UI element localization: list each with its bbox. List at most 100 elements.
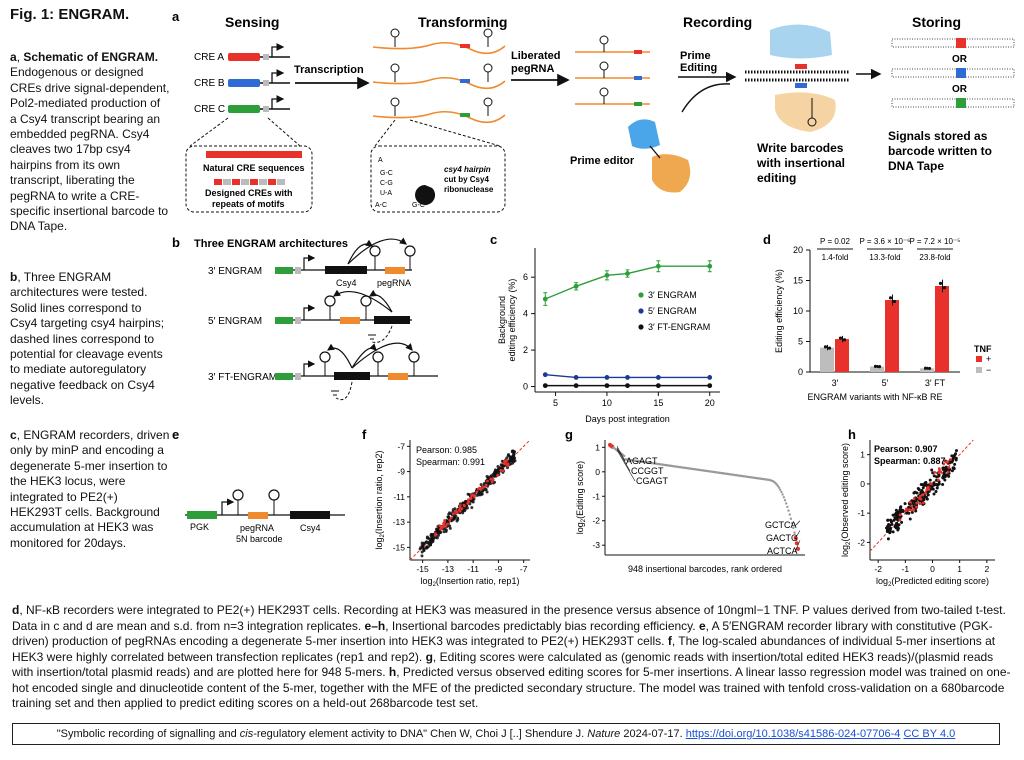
scatter-point-highlight [442,522,446,526]
bottom-barcode-label: GCTCA [765,520,797,530]
scatter-point-highlight [925,488,929,492]
scatter-point [952,466,956,470]
y-tick-label: 10 [793,306,803,316]
y-tick-label: 20 [793,245,803,255]
ranked-point [776,484,780,488]
scatter-point-highlight [503,462,506,466]
data-point [604,375,610,380]
scatter-point-highlight [440,526,444,530]
y-axis-title-1: Background [497,296,507,344]
data-point [604,383,610,389]
scatter-point [907,511,911,515]
scatter-point [513,450,517,454]
y-tick-label: -2 [857,537,865,547]
data-point [625,383,630,389]
y-tick-label: 4 [523,309,528,319]
write-label-1: Write barcodes [757,141,844,155]
label-leader [794,530,801,540]
scatter-point [935,486,939,490]
label-leader [616,449,636,482]
heading-recording: Recording [683,14,752,30]
label-leader [794,540,801,553]
svg-text:U-A: U-A [380,190,392,197]
scatter-point [493,474,497,478]
scatter-point-highlight [933,471,937,474]
data-point [655,263,661,269]
spearman-annotation: Spearman: 0.887 [874,456,946,466]
scatter-point [895,521,899,525]
scatter-point [924,480,928,484]
svg-text:C-G: C-G [380,180,393,187]
x-axis-title: 948 insertional barcodes, rank ordered [628,564,782,574]
hairpin-label-3: ribonuclease [444,185,494,194]
scatter-point-highlight [506,464,510,467]
legend-c: c, ENGRAM recorders, driven only by minP… [10,428,170,551]
y-axis-title: log2(Editing score) [575,461,587,534]
scatter-point-highlight [449,516,453,520]
scatter-point [899,505,903,509]
bottom-barcode-label: ACTCA [767,546,798,556]
scatter-point-highlight [917,496,921,500]
replicate-dot [892,299,897,304]
legend-eh-text: , Insertional barcodes predictably bias … [385,618,699,633]
scatter-point-highlight [491,478,495,481]
barcode-label: 5N barcode [236,534,283,544]
data-point [707,263,713,269]
prime-label: Prime [680,50,711,62]
scatter-point [431,539,435,543]
scatter-point-highlight [929,482,932,485]
data-point [625,271,630,276]
scatter-point [418,547,422,551]
signals-label-3: DNA Tape [888,159,944,173]
scatter-point-highlight [482,485,486,489]
scatter-point-highlight [466,500,470,504]
y-tick-label: -2 [592,516,600,526]
bar [935,285,949,372]
replicate-dot [877,365,882,369]
signals-label-1: Signals stored as [888,129,988,143]
replicate-dot [927,366,932,371]
scatter-point-highlight [946,460,950,464]
legend-h-text: , Predicted versus observed editing scor… [12,665,1011,710]
panel-label-f: f [362,427,367,442]
scatter-point [420,550,424,554]
bar [820,347,834,372]
ranked-point [792,526,795,530]
scatter-point [429,533,433,537]
y-axis-title: log2(Observed editing score) [840,443,852,557]
scatter-point-highlight [490,480,494,484]
ranked-point [777,486,781,489]
scatter-point [915,491,919,495]
license-link[interactable]: CC BY 4.0 [903,728,956,740]
label-leader [794,520,801,527]
legend-marker [638,324,644,330]
arch-3-label: 3′ ENGRAM [208,266,262,277]
scatter-point-highlight [458,509,462,513]
scatter-point-highlight [444,524,448,528]
y-tick-label: 0 [798,367,803,377]
x-axis-title: log2(Insertion ratio, rep1) [421,576,520,588]
scatter-point [437,531,441,535]
data-point [604,272,610,278]
ranked-point [794,541,799,546]
fold-change: 23.8-fold [919,253,950,262]
data-point [707,375,713,380]
scatter-point-highlight [446,522,449,526]
scatter-point [889,526,893,530]
scatter-point [425,535,429,539]
cre-c-label: CRE C [194,104,225,115]
doi-link[interactable]: https://doi.org/10.1038/s41586-024-07706… [685,728,901,740]
spearman-annotation: Spearman: 0.991 [416,457,485,467]
x-tick-label: 0 [930,564,935,574]
scatter-point-highlight [472,495,476,499]
replicate-dot [923,366,928,370]
chart-g: 10-1-2-3AGAGTCCGGTCGAGTGCTCAGACTGACTCA94… [575,440,805,574]
heading-storing: Storing [912,14,961,30]
data-point [655,375,661,380]
panel-e: PGK pegRNA 5N barcode Csy4 [185,489,345,544]
scatter-point [917,488,921,492]
svg-text:G-C-: G-C- [412,202,428,209]
legend-b-label: b [10,270,18,284]
